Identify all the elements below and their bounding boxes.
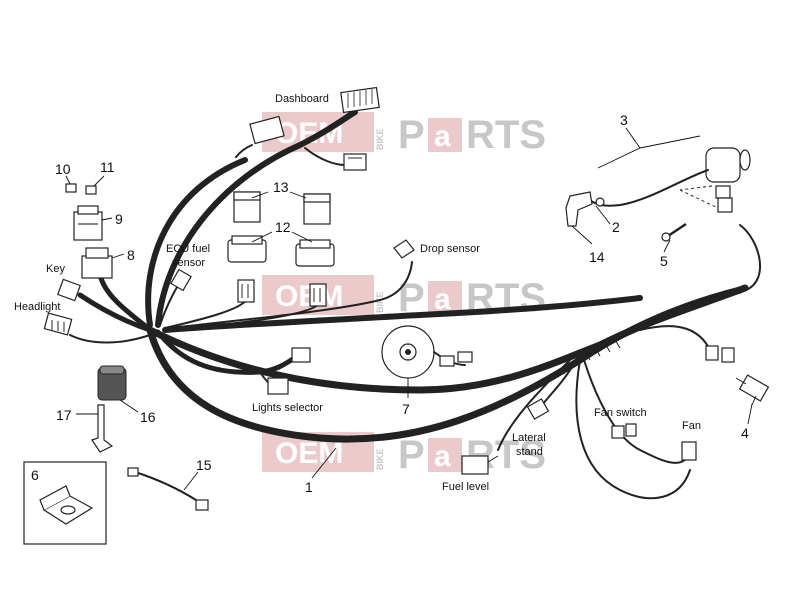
svg-text:BIKE: BIKE [375,448,385,470]
callout-15: 15 [183,457,212,491]
ignition-coil-part-3 [589,147,762,291]
connector-part-12 [227,235,335,267]
svg-text:5: 5 [660,253,668,269]
connector-branch-12-13 [164,279,327,331]
callout-11: 11 [93,159,115,187]
svg-text:P: P [398,433,425,477]
label-fan: Fan [682,420,701,432]
fuse-part-11 [85,185,97,195]
drop-sensor-branch [169,239,415,329]
horn-part-7 [381,325,473,379]
label-fuel-level: Fuel level [442,481,489,493]
clip-box-part-6 [23,461,107,545]
spark-plug-cap-part-2 [565,191,605,227]
callout-9: 9 [101,211,123,227]
svg-text:4: 4 [741,425,749,441]
screw-part-5 [661,222,687,242]
label-lateral-stand-line-2: stand [516,446,543,458]
dashboard-connector-1 [340,86,380,114]
sensor-part-4 [735,374,770,406]
dashboard-connector-3 [343,153,367,171]
callout-6: 6 [31,467,39,483]
key-headlight-branch [69,272,153,344]
right-branch [639,325,735,363]
fuel-level-branch [461,359,571,475]
label-lateral-stand-line-1: Lateral [512,432,546,444]
label-ecu-fuel-sensor-line-1: ECU fuel [166,243,210,255]
lights-selector-branch [155,329,311,395]
fuse-part-10 [65,183,77,193]
svg-text:3: 3 [620,112,628,128]
callout-14: 14 [571,225,605,265]
svg-text:P: P [398,113,425,157]
callout-2: 2 [595,205,620,235]
label-fan-switch: Fan switch [594,407,647,419]
callout-8: 8 [111,247,135,263]
bracket-part-17 [91,404,114,453]
callout-16: 16 [119,399,156,425]
svg-text:9: 9 [115,211,123,227]
headlight-connector [43,312,73,336]
svg-text:OEM: OEM [275,280,343,313]
svg-text:15: 15 [196,457,212,473]
svg-text:16: 16 [140,409,156,425]
svg-text:14: 14 [589,249,605,265]
svg-text:17: 17 [56,407,72,423]
label-headlight: Headlight [14,301,60,313]
svg-text:RTS: RTS [466,113,546,157]
ecu-fuel-sensor-branch [159,268,192,326]
svg-text:a: a [434,120,451,153]
svg-text:a: a [434,440,451,473]
dashboard-branch [145,109,358,328]
svg-text:12: 12 [275,219,291,235]
watermark-top: OEM BIKE P a RTS [262,112,546,157]
label-ecu-fuel-sensor-line-2: sensor [172,257,205,269]
dashboard-connector-2 [249,115,285,145]
callout-4: 4 [741,403,753,441]
svg-text:6: 6 [31,467,39,483]
label-drop-sensor: Drop sensor [420,243,480,255]
cable-part-15 [127,467,209,511]
callout-12: 12 [251,219,313,243]
svg-text:10: 10 [55,161,71,177]
key-connector [57,278,81,302]
svg-text:13: 13 [273,179,289,195]
fan-branch [575,359,697,500]
svg-text:2: 2 [612,219,620,235]
fuse-holder-part-9 [73,205,103,241]
svg-text:1: 1 [305,479,313,495]
lateral-stand-branch [526,361,576,420]
svg-text:BIKE: BIKE [375,291,385,313]
svg-text:a: a [434,283,451,316]
label-key: Key [46,263,65,275]
callout-17: 17 [56,407,98,423]
svg-text:11: 11 [100,159,115,175]
callout-5: 5 [660,239,671,269]
callout-3: 3 [597,112,701,169]
svg-text:BIKE: BIKE [375,128,385,150]
callout-10: 10 [55,161,71,185]
connector-part-13 [233,191,331,225]
relay-part-16 [97,365,127,401]
label-lights-selector: Lights selector [252,402,323,414]
svg-text:8: 8 [127,247,135,263]
callout-13: 13 [251,179,307,199]
svg-text:7: 7 [402,401,410,417]
relay-holder-part-8 [81,247,113,279]
label-dashboard: Dashboard [275,93,329,105]
callout-1: 1 [305,447,337,495]
callout-7: 7 [402,378,410,417]
svg-text:OEM: OEM [275,117,343,150]
